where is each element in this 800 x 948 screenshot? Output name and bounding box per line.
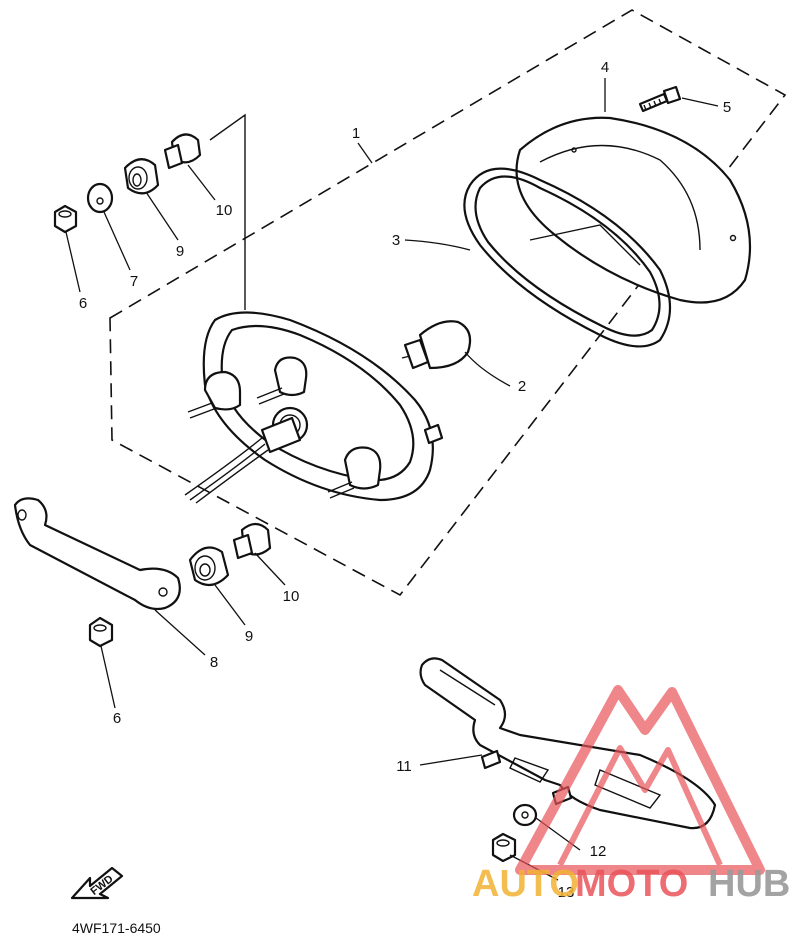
automotohub-logo (515, 685, 765, 875)
leader-10b (254, 552, 286, 586)
callout-11: 11 (396, 758, 412, 775)
washer-upper (86, 182, 114, 214)
leader-7 (103, 211, 131, 271)
watermark-text-hub: HUB (708, 863, 790, 905)
callout-6-upper: 6 (79, 295, 87, 312)
watermark-text-moto: MOTO (575, 863, 688, 905)
callout-4: 4 (601, 59, 609, 76)
leader-1 (357, 142, 373, 164)
callout-8: 8 (210, 654, 218, 671)
callout-10-lower: 10 (283, 588, 300, 605)
callout-3: 3 (392, 232, 400, 249)
leader-11 (419, 754, 483, 766)
callout-9-upper: 9 (176, 243, 184, 260)
callout-5: 5 (723, 99, 731, 116)
leader-6b (100, 645, 116, 709)
leader-3 (404, 239, 471, 251)
lens-screw (638, 85, 682, 113)
callout-13: 13 (558, 884, 575, 901)
washer-bracket (512, 803, 538, 827)
assembly-boundary-vertical-line (209, 113, 246, 310)
tail-lamp-bulb (401, 320, 472, 370)
collar-upper (163, 133, 202, 170)
tail-lamp-housing (184, 311, 444, 504)
leader-6a (65, 231, 81, 293)
watermark-text-auto: AUTO (472, 863, 579, 905)
grommet-lower (188, 546, 230, 587)
callout-12: 12 (590, 843, 607, 860)
leader-5 (681, 97, 719, 107)
leader-10a (187, 164, 216, 201)
nut-upper (53, 204, 78, 234)
callout-6-lower: 6 (113, 710, 121, 727)
tail-lamp-lens (515, 116, 752, 304)
leader-8 (154, 609, 206, 656)
callout-2: 2 (518, 378, 526, 395)
nut-lower (88, 616, 114, 648)
callout-1: 1 (352, 125, 360, 142)
diagram-code: 4WF171-6450 (72, 920, 161, 936)
leader-9a (145, 191, 179, 241)
nut-bracket (491, 832, 517, 863)
leader-2 (464, 351, 511, 387)
license-bracket (419, 657, 717, 830)
callout-10-upper: 10 (216, 202, 233, 219)
lens-gasket (463, 167, 671, 348)
collar-lower (232, 522, 272, 560)
callout-7: 7 (130, 273, 138, 290)
grommet-upper (123, 158, 160, 195)
callout-9-lower: 9 (245, 628, 253, 645)
mounting-stay (13, 497, 181, 611)
fwd-arrow-icon: FWD (70, 866, 124, 900)
leader-9b (214, 584, 246, 626)
